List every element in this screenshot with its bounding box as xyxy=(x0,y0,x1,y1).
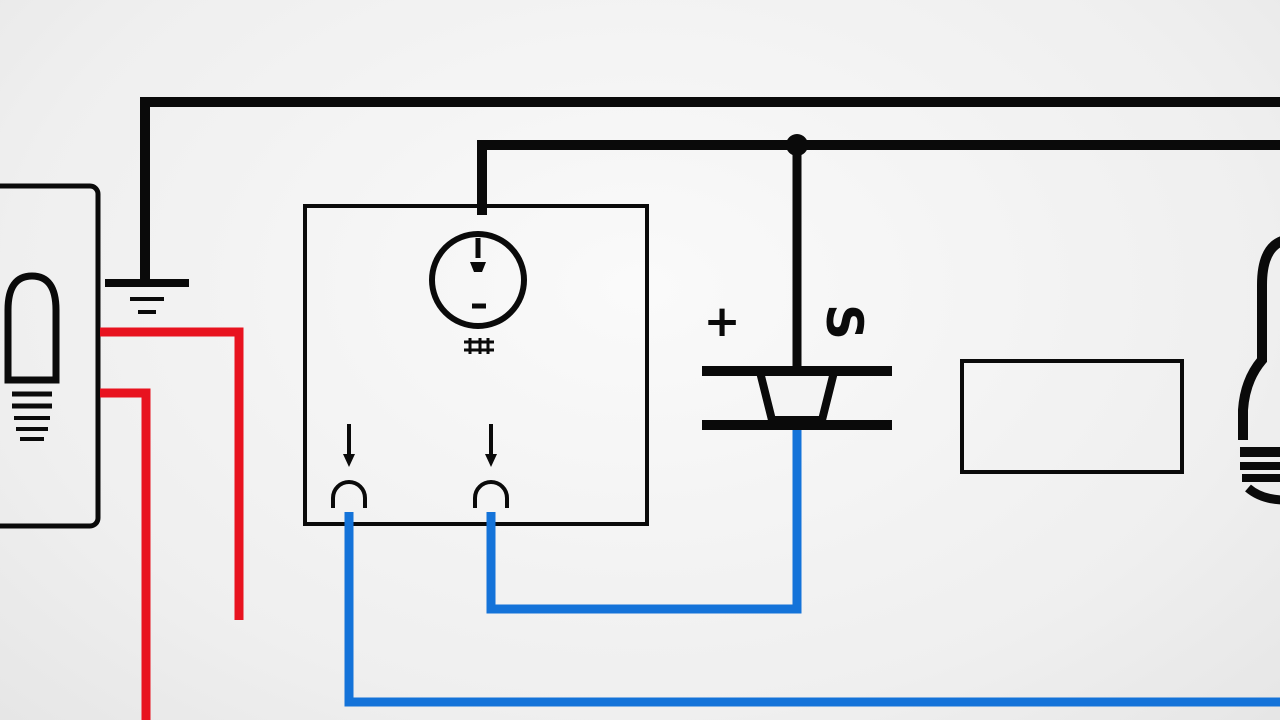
meter-circle-icon xyxy=(429,231,527,354)
capacitor-icon xyxy=(702,366,892,430)
meter-base-mark-icon xyxy=(464,338,494,354)
second-top-wire xyxy=(477,140,1280,215)
red-wires xyxy=(100,327,244,720)
blue-wire-inner xyxy=(486,430,802,614)
contact-left xyxy=(331,424,367,508)
light-bulb-icon xyxy=(4,272,60,441)
top-wire xyxy=(140,97,1280,287)
bulb-left-housing xyxy=(0,183,101,529)
ground-symbol-icon xyxy=(105,279,189,314)
light-bulb-icon xyxy=(1238,236,1280,505)
switch-module xyxy=(303,204,649,526)
blank-component xyxy=(960,359,1184,474)
blue-wire-outer xyxy=(344,512,1280,707)
red-wire-short xyxy=(100,388,151,720)
contact-right xyxy=(473,424,509,508)
black-wires xyxy=(140,97,1280,373)
red-wire-long xyxy=(100,327,244,620)
s-label: S xyxy=(815,304,873,340)
blue-wires xyxy=(344,430,1280,707)
junction-dot xyxy=(786,134,808,156)
plus-sign: + xyxy=(704,296,741,347)
